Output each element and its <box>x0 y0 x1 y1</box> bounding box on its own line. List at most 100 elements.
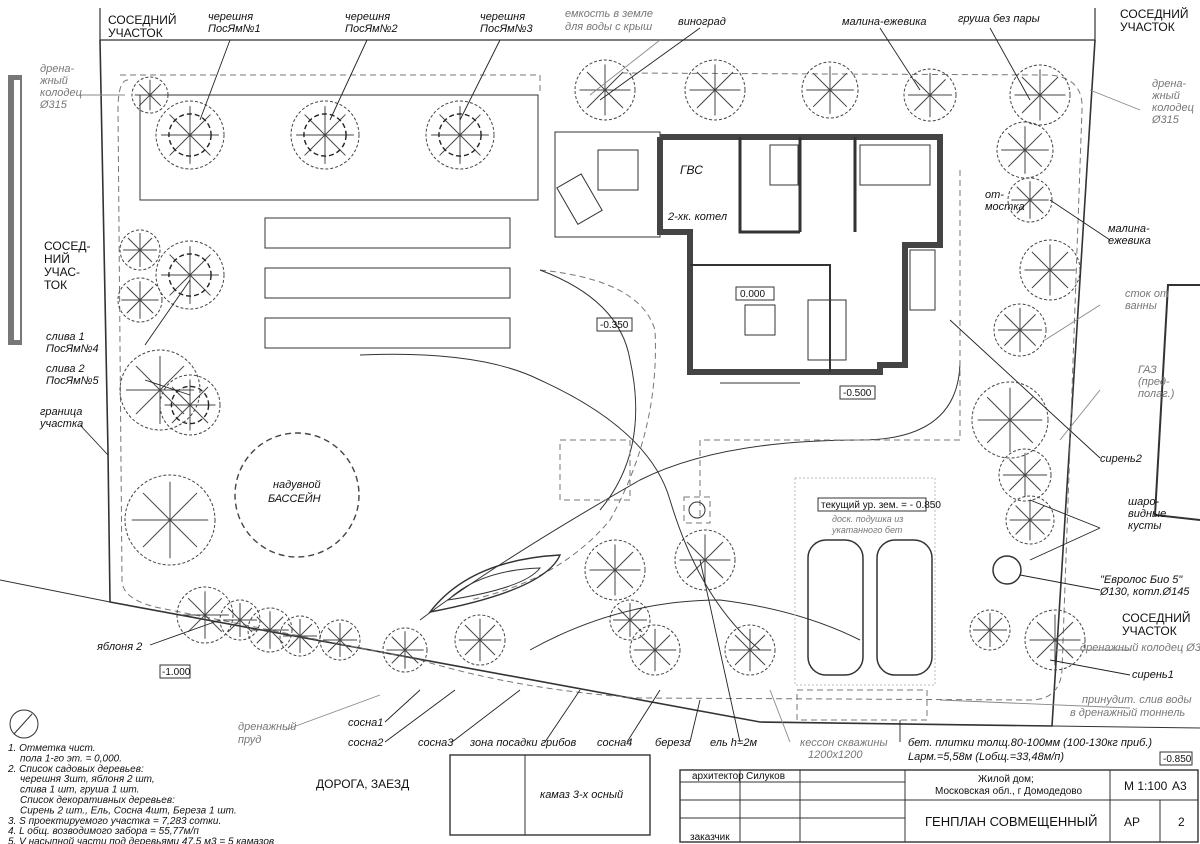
tree-branch <box>1029 505 1045 521</box>
tree-branch <box>639 649 656 666</box>
tree-branch <box>327 627 341 641</box>
planting-pit <box>303 113 347 157</box>
tree-branch <box>304 134 326 156</box>
tree-canopy <box>1007 177 1053 223</box>
tree-branch <box>1029 186 1044 201</box>
garden-paths <box>234 170 961 651</box>
drain-pond-l1: дренажный <box>238 721 296 733</box>
note-line: черешня 3шт, яблоня 2 шт, <box>20 773 155 785</box>
tree-branch <box>812 89 831 108</box>
tree-branch <box>404 636 419 651</box>
level-1000: -1.000 <box>162 667 191 678</box>
tree-canopy <box>1005 495 1055 545</box>
tree-branch <box>304 114 326 136</box>
tree-canopy <box>996 121 1054 179</box>
tree-branch <box>464 639 481 656</box>
neighbor-right-l2: УЧАСТОК <box>1122 624 1177 638</box>
tree-branch <box>929 94 946 111</box>
tree-canopy <box>629 624 681 676</box>
tree-branch <box>299 623 313 637</box>
boundary-l1: граница <box>40 406 82 418</box>
tree-branch <box>299 635 313 649</box>
tree-branch <box>171 404 191 424</box>
tree-branch <box>596 569 616 589</box>
tree-canopy <box>674 529 736 591</box>
neighbor-left-l4: ТОК <box>44 278 67 292</box>
tree-branch <box>287 623 301 637</box>
gas-l2: (пред- <box>1138 376 1170 388</box>
tree-branch <box>586 89 606 109</box>
tree-branch <box>126 286 141 301</box>
cherry2-l2: ПосЯм№2 <box>345 23 398 35</box>
level-markers <box>159 286 1193 766</box>
plum2-l2: ПосЯм№5 <box>46 375 100 387</box>
tree-branch <box>696 71 716 91</box>
drain-well-right-l4: Ø315 <box>1151 114 1180 126</box>
shrubs-l2: видные <box>1128 508 1166 520</box>
scale-label: М 1:100 <box>1124 779 1168 793</box>
tree-branch <box>189 386 209 406</box>
drain-well-left-l1: дрена- <box>40 63 74 75</box>
forced-drain-l2: в дренажный тоннель <box>1070 707 1185 719</box>
tree-branch <box>139 286 154 301</box>
tree-canopy <box>155 240 225 310</box>
tree-branch <box>1024 132 1043 151</box>
tree-branch <box>1054 621 1074 641</box>
note-line: 3. S проектируемого участка = 7,283 сотк… <box>8 816 221 827</box>
pine2-label: сосна2 <box>348 737 383 749</box>
tree-branch <box>459 114 481 136</box>
tree-branch <box>1015 505 1031 521</box>
tree-canopy <box>724 624 776 676</box>
mushroom-zone-label: зона посадки грибов <box>469 737 577 749</box>
tree-branch <box>1007 132 1026 151</box>
tree-branch <box>1007 149 1026 168</box>
tree-branch <box>169 114 191 136</box>
pine4-label: сосна4 <box>597 737 632 749</box>
tree-branch <box>1039 94 1059 114</box>
tree-branch <box>459 134 481 156</box>
tree-branch <box>617 619 631 633</box>
tank-l2: для воды с крыш <box>565 21 652 33</box>
site-boundary <box>0 8 1200 729</box>
tree-branch <box>1031 269 1051 289</box>
drain-well-left-l4: Ø315 <box>39 99 68 111</box>
level-0350: -0.350 <box>600 320 629 331</box>
grape-label: виноград <box>678 16 726 28</box>
tree-branch <box>135 365 161 391</box>
boiler-label: 2-хк. котел <box>667 211 727 223</box>
tree-branch <box>1024 459 1041 476</box>
tree-branch <box>977 617 991 631</box>
tree-branch <box>1016 199 1031 214</box>
tree-branch <box>604 89 624 109</box>
tree-branch <box>654 649 671 666</box>
tree-branch <box>1054 639 1074 659</box>
tree-branch <box>287 635 301 649</box>
note-line: 5. V насыпной части под деревьями 47,5 м… <box>8 837 274 844</box>
neighbor-right-l1: СОСЕДНИЙ <box>1122 610 1190 625</box>
pool-l2: БАССЕЙН <box>268 492 321 505</box>
raspberry-top-label: малина-ежевика <box>842 16 927 28</box>
tree-canopy <box>903 68 957 122</box>
tree-branch <box>135 389 161 415</box>
tree-branch <box>479 639 496 656</box>
tree-branch <box>749 649 766 666</box>
neighbor-top-left-l1: СОСЕДНИЙ <box>108 12 176 27</box>
architect-label: архитектор <box>692 771 744 782</box>
drain-well-left-l2: жный <box>39 75 68 87</box>
tree-branch <box>1024 474 1041 491</box>
tree-branch <box>189 134 211 156</box>
tree-branch <box>1009 419 1034 444</box>
gvs-label: ГВС <box>680 163 703 177</box>
tree-canopy <box>969 609 1011 651</box>
tree-branch <box>159 389 185 415</box>
tree-branch <box>1029 199 1044 214</box>
tree-branch <box>127 249 141 263</box>
tree-branch <box>149 94 162 107</box>
tiles-l1: бет. плитки толщ.80-100мм (100-130кг при… <box>908 737 1152 749</box>
drain-well-left-l3: колодец <box>40 87 82 99</box>
road-label: ДОРОГА, ЗАЕЗД <box>316 777 409 791</box>
tree-branch <box>986 396 1011 421</box>
tree-branch <box>187 614 206 633</box>
tree-canopy <box>584 539 646 601</box>
tree-branch <box>914 79 931 96</box>
